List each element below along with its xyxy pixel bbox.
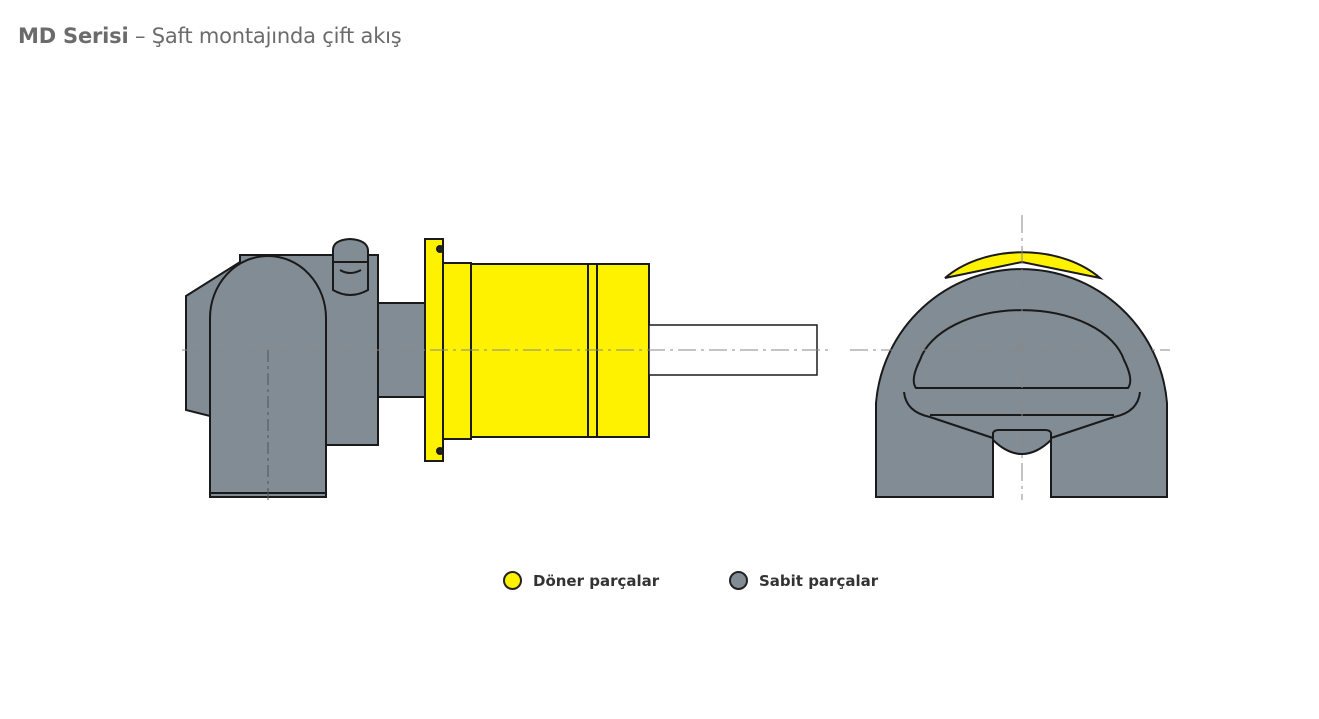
series-subtitle: – Şaft montajında çift akış [128,24,402,48]
legend-stationary-parts: Sabit parçalar [729,571,878,590]
page-title: MD Serisi – Şaft montajında çift akış [18,24,402,48]
rotor-cap [944,251,1104,280]
legend-label: Sabit parçalar [759,571,879,590]
series-name: MD Serisi [18,24,129,48]
yellow-dot-icon [503,571,522,590]
side-view [182,237,830,500]
front-view [850,215,1170,500]
grey-dot-icon [729,571,748,590]
legend-rotating-parts: Döner parçalar [503,571,659,590]
collar [442,262,472,440]
plug-nut [332,237,369,296]
legend-label: Döner parçalar [533,571,660,590]
inner-dome [912,309,1132,389]
